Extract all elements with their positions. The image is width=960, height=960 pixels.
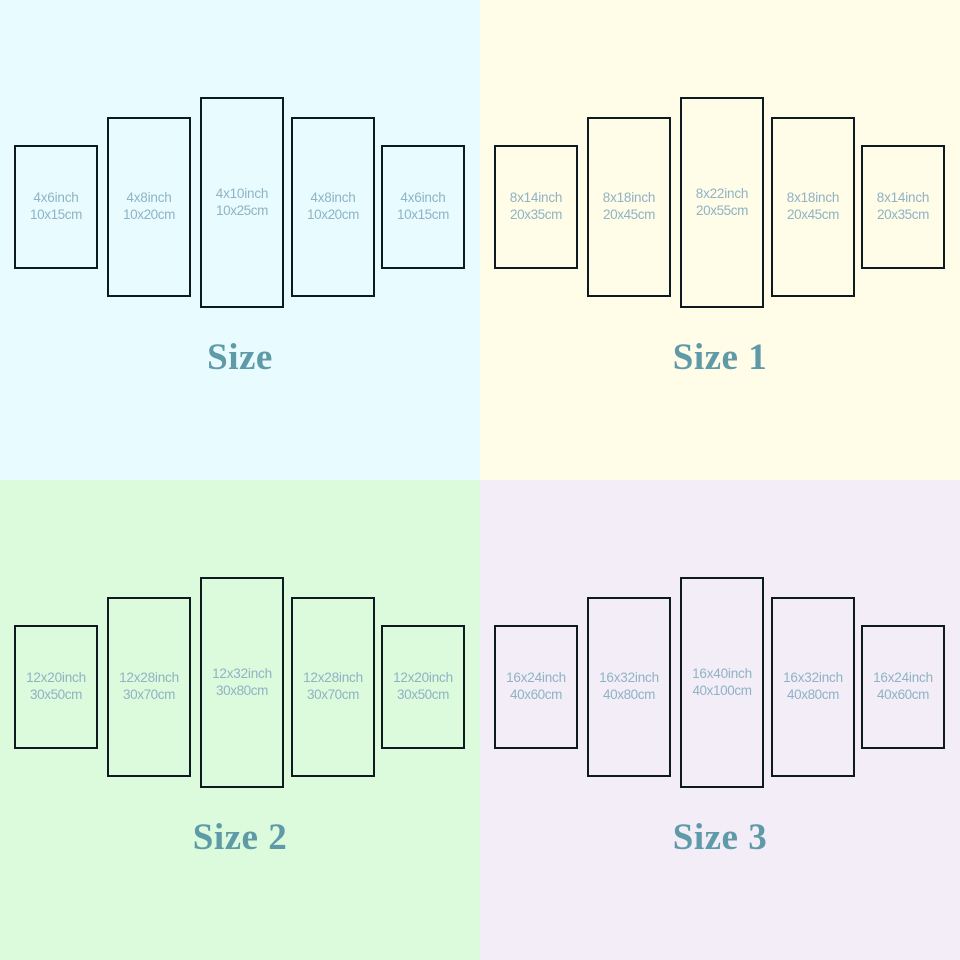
panel-label-inch: 12x28inch: [303, 670, 363, 686]
size-chart-quadrant-size: 4x6inch 10x15cm 4x8inch 10x20cm 4x10inch…: [0, 0, 480, 480]
panel-frame: 8x18inch 20x45cm: [771, 117, 855, 297]
panel-label-cm: 30x50cm: [397, 687, 449, 702]
panel-label-cm: 30x50cm: [30, 687, 82, 702]
panel-label: 4x6inch 10x15cm: [397, 190, 449, 224]
panel-frame: 12x20inch 30x50cm: [14, 625, 98, 749]
panel-label-cm: 20x45cm: [603, 207, 655, 222]
panel-label: 12x28inch 30x70cm: [303, 670, 363, 704]
panel-label: 8x18inch 20x45cm: [602, 190, 656, 224]
panel-frame: 8x14inch 20x35cm: [861, 145, 945, 269]
size-chart-quadrant-size-3: 16x24inch 40x60cm 16x32inch 40x80cm 16x4…: [480, 480, 960, 960]
panel-label: 16x24inch 40x60cm: [506, 670, 566, 704]
panel-label-inch: 4x10inch: [215, 185, 269, 201]
quadrant-title: Size 3: [672, 817, 768, 858]
panel-label-inch: 12x20inch: [393, 670, 453, 686]
panel-label: 16x32inch 40x80cm: [599, 670, 659, 704]
panel-frame: 4x10inch 10x25cm: [200, 97, 284, 308]
panel-label-inch: 4x8inch: [310, 190, 356, 206]
panel-label: 4x6inch 10x15cm: [30, 190, 82, 224]
panel-label-cm: 20x35cm: [877, 207, 929, 222]
panel-label-cm: 30x70cm: [123, 687, 175, 702]
panel-label: 4x8inch 10x20cm: [123, 190, 175, 224]
panel-frame: 8x22inch 20x55cm: [680, 97, 764, 308]
panel-frame: 4x6inch 10x15cm: [14, 145, 98, 269]
panel-label: 8x14inch 20x35cm: [509, 190, 563, 224]
size-chart-quadrant-size-1: 8x14inch 20x35cm 8x18inch 20x45cm 8x22in…: [480, 0, 960, 480]
panel-label: 12x20inch 30x50cm: [26, 670, 86, 704]
panel-label-cm: 30x70cm: [307, 687, 359, 702]
panel-frame: 16x32inch 40x80cm: [587, 597, 671, 777]
panel-label-cm: 10x15cm: [397, 207, 449, 222]
panel-label-cm: 40x60cm: [510, 687, 562, 702]
panel-label-inch: 4x6inch: [33, 190, 79, 206]
panel-label-cm: 20x45cm: [787, 207, 839, 222]
panel-label-inch: 12x28inch: [119, 670, 179, 686]
panel-label-inch: 16x32inch: [599, 670, 659, 686]
panel-label-cm: 10x20cm: [123, 207, 175, 222]
panel-label: 16x32inch 40x80cm: [783, 670, 843, 704]
panel-frame: 16x24inch 40x60cm: [494, 625, 578, 749]
panel-label-inch: 8x22inch: [695, 185, 749, 201]
panel-frame: 12x28inch 30x70cm: [107, 597, 191, 777]
quadrant-title: Size 2: [192, 817, 288, 858]
panel-stage: 12x20inch 30x50cm 12x28inch 30x70cm 12x3…: [0, 480, 480, 810]
panel-label: 12x20inch 30x50cm: [393, 670, 453, 704]
panel-label-cm: 20x35cm: [510, 207, 562, 222]
panel-label-inch: 16x24inch: [506, 670, 566, 686]
size-chart-quadrant-size-2: 12x20inch 30x50cm 12x28inch 30x70cm 12x3…: [0, 480, 480, 960]
panel-label-cm: 40x80cm: [603, 687, 655, 702]
quadrant-title: Size: [207, 337, 273, 378]
panel-label: 8x18inch 20x45cm: [786, 190, 840, 224]
panel-label: 12x28inch 30x70cm: [119, 670, 179, 704]
panel-label: 8x22inch 20x55cm: [695, 185, 749, 220]
panel-label: 8x14inch 20x35cm: [876, 190, 930, 224]
panel-label-cm: 40x100cm: [692, 682, 752, 698]
panel-label-inch: 16x40inch: [692, 665, 752, 681]
panel-label-inch: 4x6inch: [400, 190, 446, 206]
panel-label-inch: 8x18inch: [786, 190, 840, 206]
panel-label-cm: 10x20cm: [307, 207, 359, 222]
panel-stage: 8x14inch 20x35cm 8x18inch 20x45cm 8x22in…: [480, 0, 960, 330]
panel-frame: 12x20inch 30x50cm: [381, 625, 465, 749]
panel-label-cm: 30x80cm: [216, 682, 268, 698]
panel-frame: 12x32inch 30x80cm: [200, 577, 284, 788]
panel-label: 16x40inch 40x100cm: [692, 666, 752, 700]
panel-stage: 16x24inch 40x60cm 16x32inch 40x80cm 16x4…: [480, 480, 960, 810]
panel-label-inch: 16x32inch: [783, 670, 843, 686]
panel-frame: 4x6inch 10x15cm: [381, 145, 465, 269]
panel-label-cm: 20x55cm: [696, 202, 748, 218]
panel-frame: 8x18inch 20x45cm: [587, 117, 671, 297]
panel-label: 4x10inch 10x25cm: [215, 185, 269, 220]
panel-frame: 16x32inch 40x80cm: [771, 597, 855, 777]
panel-frame: 16x24inch 40x60cm: [861, 625, 945, 749]
panel-label: 4x8inch 10x20cm: [307, 190, 359, 224]
panel-label-inch: 12x32inch: [212, 665, 272, 681]
panel-frame: 4x8inch 10x20cm: [291, 117, 375, 297]
panel-label-cm: 40x60cm: [877, 687, 929, 702]
panel-frame: 8x14inch 20x35cm: [494, 145, 578, 269]
panel-stage: 4x6inch 10x15cm 4x8inch 10x20cm 4x10inch…: [0, 0, 480, 330]
panel-label-cm: 10x25cm: [216, 202, 268, 218]
panel-label-inch: 8x14inch: [509, 190, 563, 206]
quadrant-title: Size 1: [672, 337, 768, 378]
panel-frame: 16x40inch 40x100cm: [680, 577, 764, 788]
panel-label-inch: 12x20inch: [26, 670, 86, 686]
panel-label: 16x24inch 40x60cm: [873, 670, 933, 704]
panel-label: 12x32inch 30x80cm: [212, 666, 272, 700]
panel-frame: 4x8inch 10x20cm: [107, 117, 191, 297]
panel-frame: 12x28inch 30x70cm: [291, 597, 375, 777]
panel-label-inch: 8x18inch: [602, 190, 656, 206]
panel-label-inch: 4x8inch: [126, 190, 172, 206]
panel-label-inch: 8x14inch: [876, 190, 930, 206]
panel-label-cm: 10x15cm: [30, 207, 82, 222]
panel-label-cm: 40x80cm: [787, 687, 839, 702]
panel-label-inch: 16x24inch: [873, 670, 933, 686]
